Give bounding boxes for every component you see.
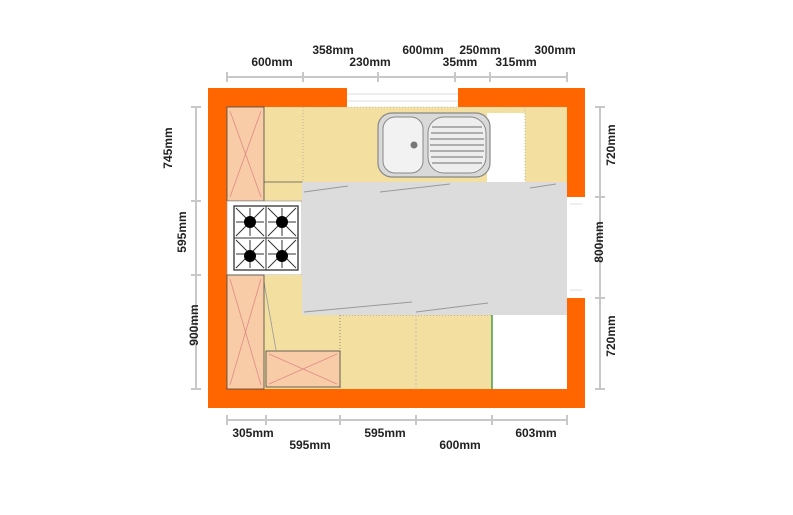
dim-top-315: 315mm bbox=[495, 55, 536, 69]
dim-top-300: 300mm bbox=[534, 43, 575, 57]
dim-top-600a: 600mm bbox=[251, 55, 292, 69]
island bbox=[302, 182, 567, 315]
dim-left-745: 745mm bbox=[161, 127, 175, 168]
hob-icon[interactable] bbox=[226, 200, 303, 276]
tall-unit-top-left bbox=[226, 106, 265, 202]
dim-top-600b: 600mm bbox=[402, 43, 443, 57]
dim-top-358: 358mm bbox=[312, 43, 353, 57]
dim-right-720b: 720mm bbox=[604, 315, 618, 356]
dim-top-35: 35mm bbox=[443, 55, 478, 69]
window-icon[interactable] bbox=[347, 88, 458, 107]
dim-top-230: 230mm bbox=[349, 55, 390, 69]
sink-icon[interactable] bbox=[377, 112, 491, 178]
dim-bottom-603: 603mm bbox=[515, 426, 556, 440]
dim-bottom-305: 305mm bbox=[232, 426, 273, 440]
tall-unit-bottom-left bbox=[226, 274, 265, 390]
dimension-lines bbox=[191, 72, 605, 425]
dim-bottom-595a: 595mm bbox=[289, 438, 330, 452]
dim-bottom-600: 600mm bbox=[439, 438, 480, 452]
dim-left-900: 900mm bbox=[187, 304, 201, 345]
appliance-space-top bbox=[487, 113, 525, 182]
door-icon[interactable] bbox=[567, 197, 585, 298]
dim-left-595: 595mm bbox=[175, 211, 189, 252]
dim-right-720a: 720mm bbox=[604, 124, 618, 165]
dim-right-800: 800mm bbox=[592, 221, 606, 262]
dim-top-250: 250mm bbox=[459, 43, 500, 57]
dim-bottom-595b: 595mm bbox=[364, 426, 405, 440]
appliance-unit-bottom bbox=[265, 350, 341, 388]
top-worktop-return bbox=[264, 182, 303, 201]
